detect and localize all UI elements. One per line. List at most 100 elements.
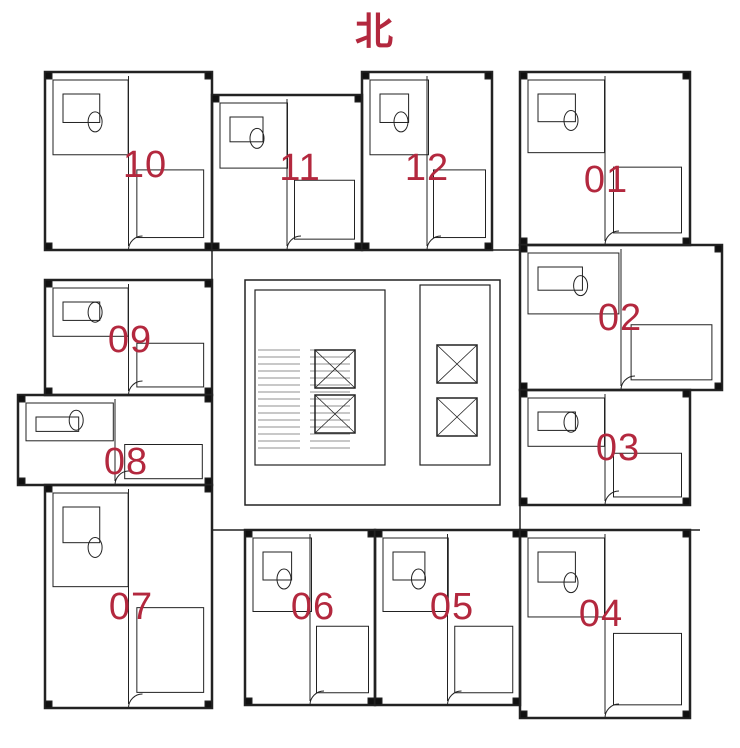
column — [44, 242, 53, 251]
room-bath — [613, 452, 682, 498]
elevator-shaft — [314, 349, 356, 389]
column — [714, 244, 723, 253]
room-bath — [613, 632, 682, 706]
column — [361, 242, 370, 251]
door-swing — [604, 230, 620, 246]
door-swing — [604, 703, 620, 719]
sofa — [229, 116, 264, 143]
column — [519, 244, 528, 253]
coffee-table — [87, 111, 103, 133]
door-swing — [286, 235, 302, 251]
door-swing — [114, 470, 130, 486]
room-bath — [454, 625, 514, 694]
column — [211, 242, 220, 251]
door-swing — [309, 690, 325, 706]
elevator-shaft — [436, 344, 478, 384]
elevator-x — [436, 344, 478, 384]
coffee-table — [87, 536, 103, 558]
coffee-table — [411, 568, 426, 590]
column — [244, 529, 253, 538]
column — [682, 497, 691, 506]
elevator-core — [419, 284, 491, 466]
column — [17, 394, 26, 403]
coffee-table — [563, 411, 579, 433]
column — [44, 484, 53, 493]
elevator-shaft — [314, 394, 356, 434]
door-swing — [128, 693, 143, 709]
coffee-table — [393, 111, 409, 133]
column — [204, 279, 213, 288]
sofa — [392, 551, 426, 581]
unit-label-05: 05 — [429, 586, 475, 628]
coffee-table — [68, 409, 84, 431]
door-swing — [128, 235, 143, 251]
room-living — [252, 537, 312, 612]
unit-label-03: 03 — [595, 427, 641, 469]
room-bath — [294, 179, 355, 240]
column — [44, 71, 53, 80]
column — [682, 389, 691, 398]
coffee-table — [249, 127, 265, 149]
elevator-x — [314, 394, 356, 434]
sofa — [537, 411, 576, 431]
column — [361, 71, 370, 80]
room-living — [527, 252, 620, 315]
column — [204, 700, 213, 709]
room-living — [382, 537, 449, 612]
sofa — [62, 506, 101, 544]
column — [682, 710, 691, 719]
column — [519, 389, 528, 398]
sofa — [537, 93, 576, 123]
sofa — [35, 416, 80, 432]
column — [484, 242, 493, 251]
column — [204, 484, 213, 493]
coffee-table — [87, 301, 103, 323]
room-bath — [433, 169, 486, 239]
unit-label-07: 07 — [108, 586, 154, 628]
column — [374, 529, 383, 538]
room-bath — [136, 607, 205, 693]
column — [204, 71, 213, 80]
sofa — [537, 266, 583, 291]
column — [682, 529, 691, 538]
column — [244, 697, 253, 706]
unit-label-12: 12 — [404, 147, 450, 189]
sofa — [62, 301, 101, 321]
coffee-table — [563, 109, 579, 131]
door-swing — [426, 235, 442, 251]
room-bath — [136, 342, 205, 388]
column — [204, 394, 213, 403]
column — [374, 697, 383, 706]
column — [519, 497, 528, 506]
room-bath — [316, 625, 369, 694]
coffee-table — [573, 275, 589, 297]
room-living — [25, 402, 114, 442]
unit-label-10: 10 — [122, 144, 168, 186]
column — [714, 382, 723, 391]
room-living — [527, 79, 605, 154]
room-bath — [124, 444, 203, 480]
door-swing — [447, 690, 462, 706]
unit-label-02: 02 — [597, 297, 643, 339]
column — [519, 710, 528, 719]
unit-label-06: 06 — [290, 586, 336, 628]
room-bath — [136, 169, 205, 239]
unit-label-01: 01 — [583, 159, 629, 201]
room-bath — [630, 324, 713, 381]
stair-core — [254, 289, 386, 466]
column — [44, 279, 53, 288]
column — [17, 477, 26, 486]
room-living — [369, 79, 429, 156]
sofa — [537, 551, 576, 583]
column — [484, 71, 493, 80]
north-label: 北 — [354, 9, 394, 54]
column — [44, 700, 53, 709]
room-bath — [613, 166, 682, 234]
core-outline — [244, 279, 501, 506]
elevator-x — [436, 397, 478, 437]
room-living — [52, 79, 129, 156]
unit-label-11: 11 — [279, 147, 321, 189]
elevator-shaft — [436, 397, 478, 437]
